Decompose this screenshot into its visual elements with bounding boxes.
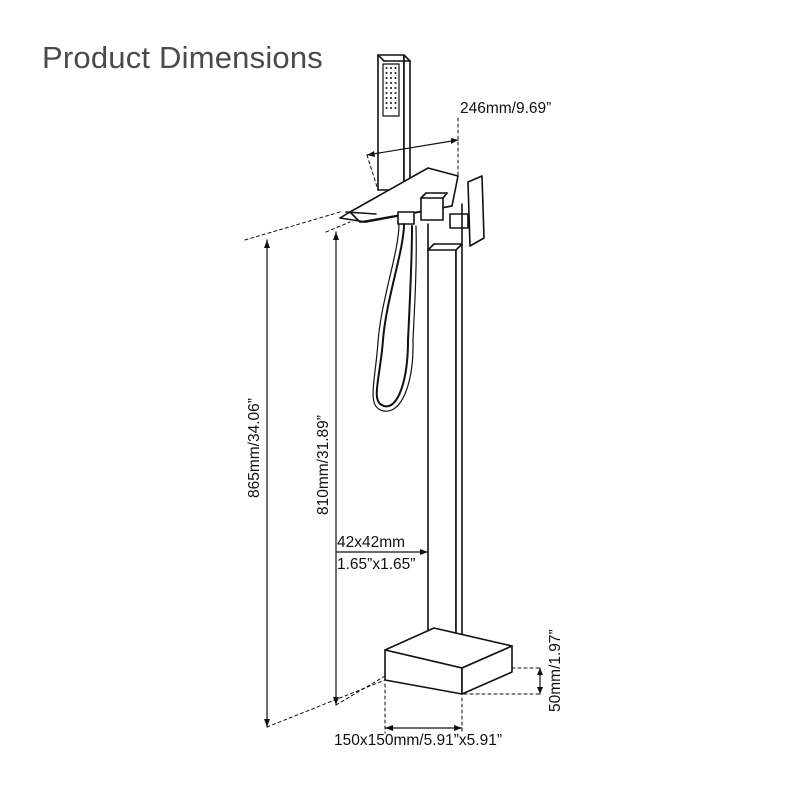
hose-connector [397,192,448,225]
column [427,203,463,661]
total-height-label: 865mm/34.06” [246,398,263,498]
page-title: Product Dimensions [42,40,323,75]
spray-holes [385,67,397,109]
column-size-in-label: 1.65”x1.65” [337,556,415,573]
base-size-label: 150x150mm/5.91”x5.91” [334,732,502,749]
hose [375,223,413,408]
base-plate [384,627,513,695]
spout-reach-label: 246mm/9.69” [460,100,551,117]
arrowheads [264,138,543,731]
base-height-label: 50mm/1.97” [547,629,564,712]
lever-handle [449,175,485,247]
spout-height-label: 810mm/31.89” [315,415,332,515]
column-size-mm-label: 42x42mm [337,534,405,551]
hand-shower [377,54,411,191]
extension-lines [244,117,541,734]
dimension-lines [266,139,541,729]
